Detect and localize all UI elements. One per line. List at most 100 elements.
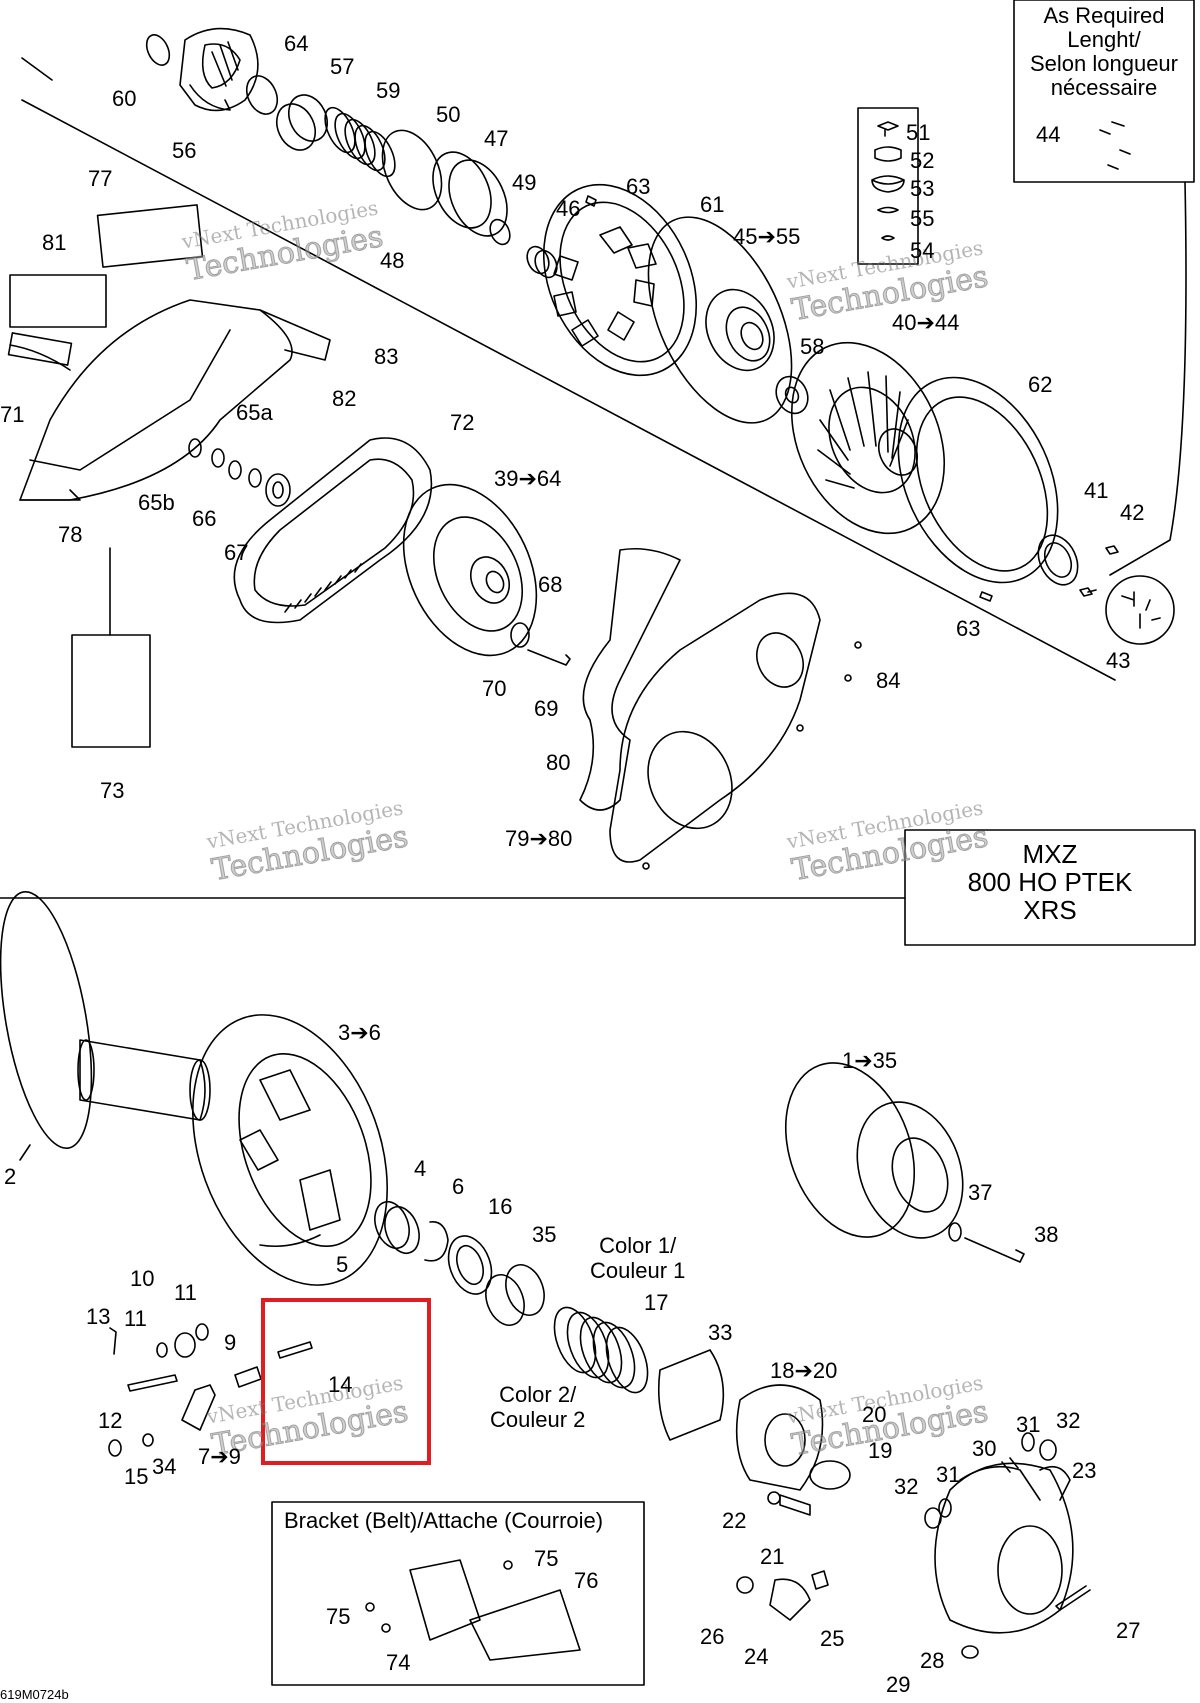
callout-38: 38: [1034, 1222, 1059, 1247]
part-23-cup: [934, 1462, 1074, 1634]
callout-56: 56: [172, 138, 197, 163]
part-44-screws: [1099, 121, 1131, 170]
part-69-bolt: [527, 649, 571, 666]
callout-1-35: 1➔35: [842, 1048, 898, 1073]
callout-28: 28: [920, 1648, 945, 1673]
part-28-washer: [961, 1645, 979, 1659]
callout-59: 59: [376, 78, 401, 103]
part-7-lever: [181, 1384, 216, 1431]
callout-24: 24: [744, 1644, 769, 1669]
part-66-ring: [228, 460, 242, 480]
callout-61: 61: [700, 192, 725, 217]
callout-66: 66: [192, 506, 217, 531]
callout-7-9: 7➔9: [198, 1444, 241, 1469]
part-50-circlip: [381, 129, 443, 211]
callout-79-80: 79➔80: [505, 826, 573, 851]
callout-26: 26: [700, 1624, 725, 1649]
callout-80: 80: [546, 750, 571, 775]
part-43-bolts-circle: [1105, 575, 1175, 645]
part-68-washer: [510, 622, 530, 648]
callout-70: 70: [482, 676, 507, 701]
part-26-screw: [736, 1576, 754, 1594]
part-24-weight: [769, 1578, 811, 1621]
callout-48: 48: [380, 248, 405, 273]
part-61-ramp-plate: [542, 183, 698, 377]
part-78-belt-guard: [19, 299, 293, 501]
part-79-belt-cover: [609, 592, 821, 863]
part-46-bushing: [526, 245, 550, 275]
part-27-bolt: [1055, 1585, 1091, 1611]
callout-27: 27: [1116, 1618, 1141, 1643]
part-73-decal: [71, 634, 151, 748]
part-2-shaft: [79, 1039, 206, 1121]
assembly-axis-line: [21, 57, 53, 81]
bracket-box-frame: [271, 1501, 645, 1686]
part-41-ring: [1037, 534, 1079, 586]
color2-label: Color 2/ Couleur 2: [490, 1382, 586, 1432]
as-required-box-frame: [1013, 0, 1195, 183]
part-31-washer: [938, 1498, 952, 1518]
part-82-bracket: [259, 309, 331, 361]
callout-67: 67: [224, 540, 249, 565]
part-6-clip: [424, 1221, 449, 1262]
roller-kit-box: [857, 107, 919, 265]
callout-75-left: 75: [326, 1604, 351, 1629]
as-required-label: As Required Lenght/ Selon longueur néces…: [1029, 3, 1178, 100]
callout-34: 34: [152, 1454, 177, 1479]
part-65b-ring: [188, 438, 202, 458]
callout-11-left: 11: [124, 1306, 147, 1331]
callout-40-44: 40➔44: [892, 310, 960, 335]
callout-75-top: 75: [534, 1546, 559, 1571]
callout-32-left: 32: [894, 1474, 919, 1499]
callout-45-55: 45➔55: [733, 224, 801, 249]
part-22-washer: [767, 1491, 781, 1505]
part-35-sleeve: [485, 1274, 525, 1326]
part-33-sleeve: [657, 1349, 725, 1441]
part-59-spring: [324, 106, 396, 178]
callout-74: 74: [386, 1650, 411, 1675]
part-72-drive-belt: [233, 437, 433, 624]
callout-37: 37: [968, 1180, 993, 1205]
callout-71: 71: [0, 402, 25, 427]
callout-25: 25: [820, 1626, 845, 1651]
callout-76: 76: [574, 1568, 599, 1593]
callout-19: 19: [868, 1438, 893, 1463]
callout-2: 2: [4, 1164, 17, 1189]
callout-47: 47: [484, 126, 509, 151]
callout-35: 35: [532, 1222, 557, 1247]
callout-46: 46: [556, 196, 581, 221]
part-2-fixed-sheave: [0, 890, 93, 1150]
part-25-pin: [811, 1570, 829, 1590]
callout-65a: 65a: [236, 400, 273, 425]
callout-12: 12: [98, 1408, 123, 1433]
callout-84: 84: [876, 668, 901, 693]
callout-16: 16: [488, 1194, 513, 1219]
callout-63-top: 63: [626, 174, 651, 199]
callout-14: 14: [328, 1372, 353, 1397]
part-37-washer: [948, 1222, 962, 1242]
callout-50: 50: [436, 102, 461, 127]
part-62-cover: [897, 376, 1059, 584]
callout-11-right: 11: [174, 1280, 197, 1305]
callout-43: 43: [1106, 648, 1131, 673]
part-16-seal: [447, 1235, 493, 1295]
callout-3-6: 3➔6: [338, 1020, 381, 1045]
callout-13: 13: [86, 1304, 111, 1329]
callout-32-top: 32: [1056, 1408, 1081, 1433]
part-12-pin: [127, 1374, 178, 1392]
part-57-bushing: [287, 94, 329, 142]
callout-10: 10: [130, 1266, 155, 1291]
bracket-box-title: Bracket (Belt)/Attache (Courroie): [284, 1508, 604, 1533]
callout-57: 57: [330, 54, 355, 79]
callout-44: 44: [1036, 122, 1061, 147]
callout-41: 41: [1084, 478, 1109, 503]
part-76-plate: [469, 1589, 581, 1661]
part-40-spider: [790, 341, 946, 535]
callout-73: 73: [100, 778, 125, 803]
part-34-washer: [142, 1433, 154, 1447]
callout-53: 53: [910, 176, 935, 201]
callout-20: 20: [862, 1402, 887, 1427]
callout-6: 6: [452, 1174, 465, 1199]
